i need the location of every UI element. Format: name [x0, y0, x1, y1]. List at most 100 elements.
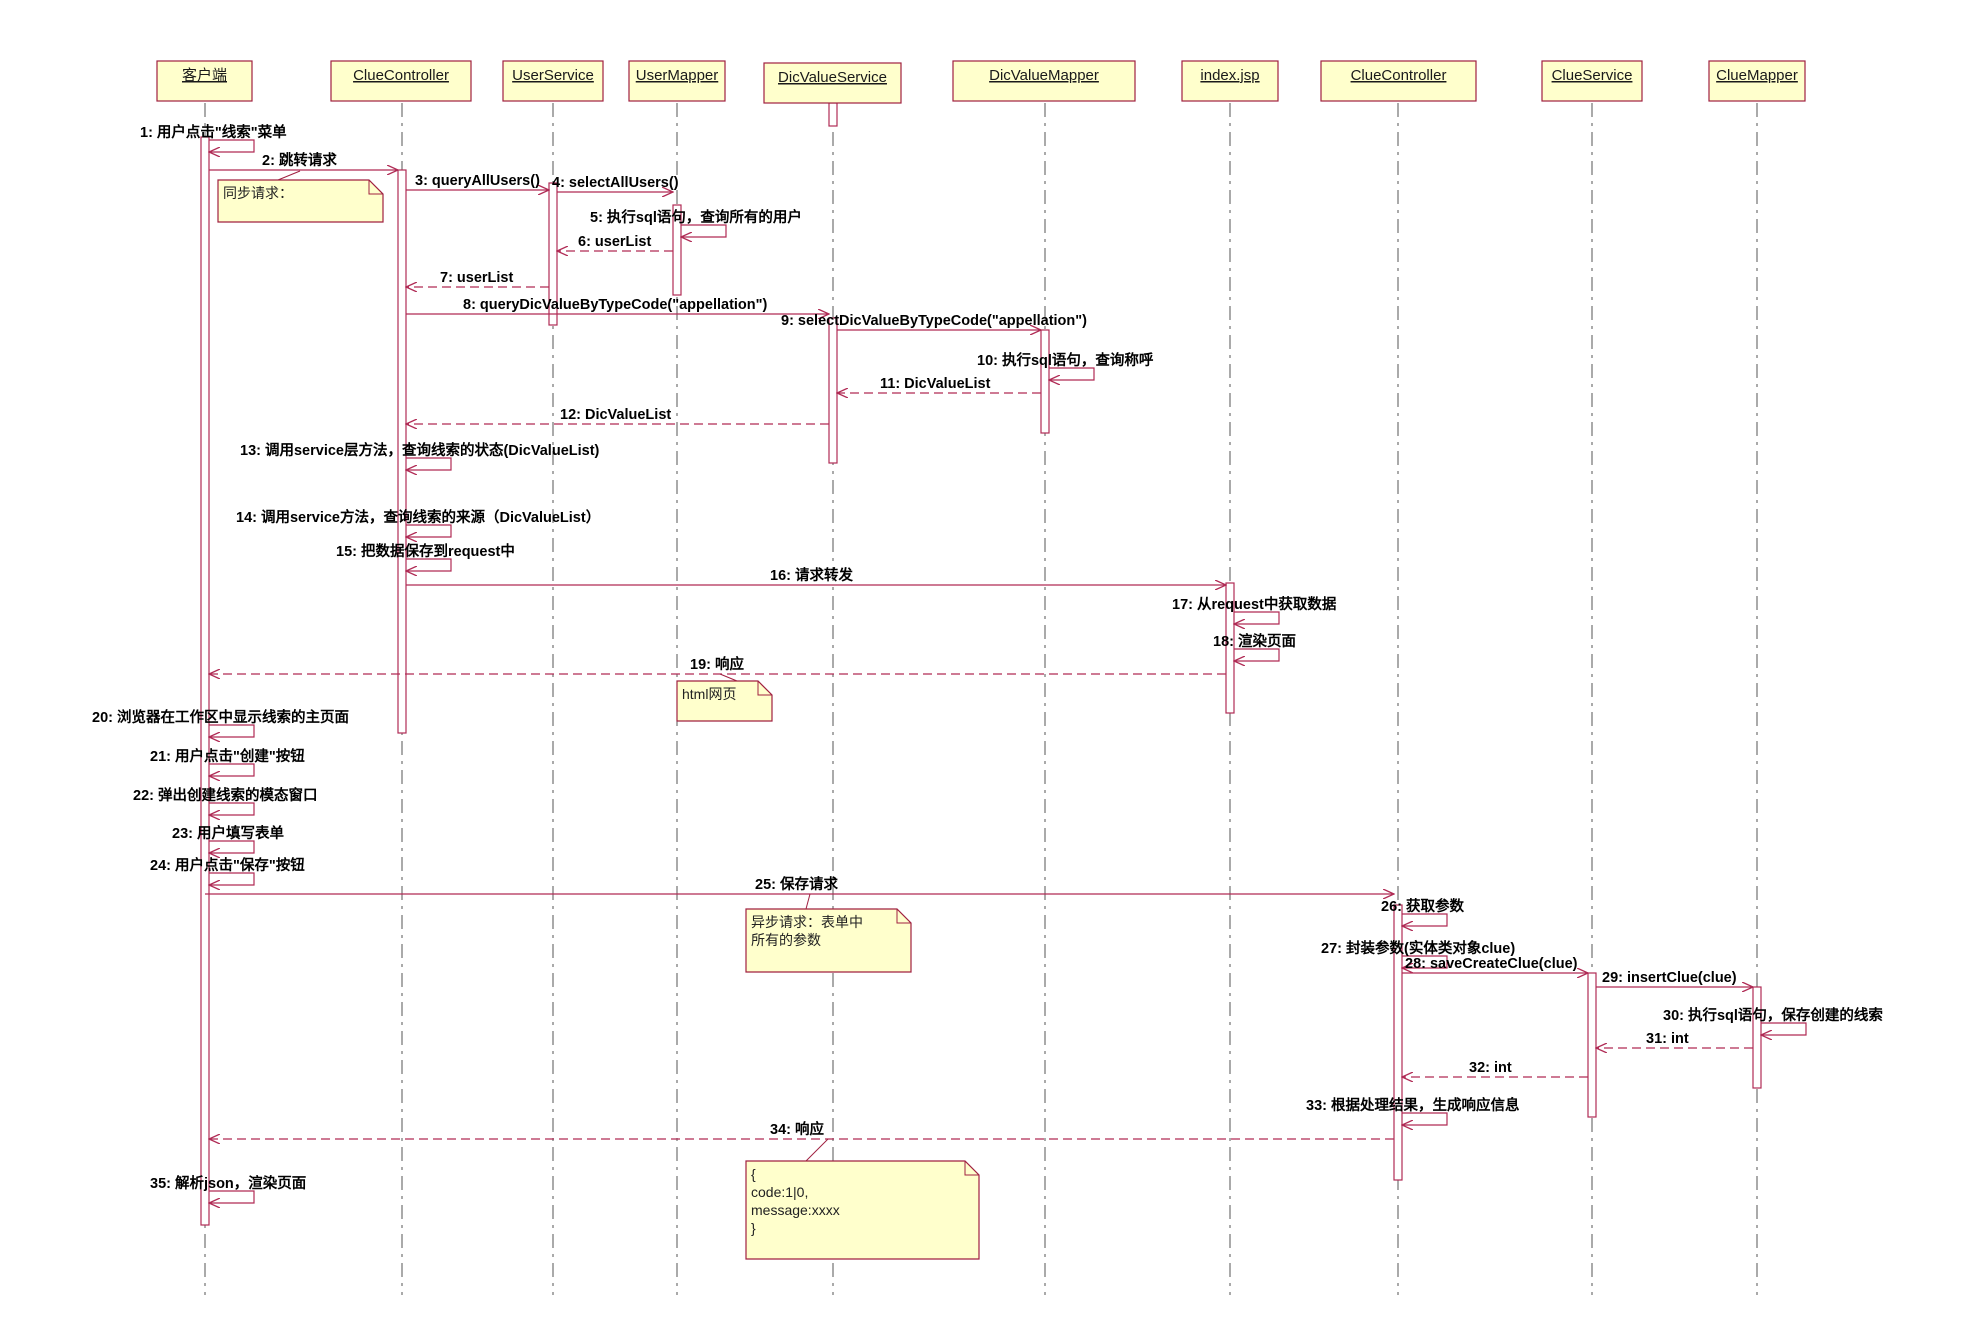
participant-label: ClueService [1552, 67, 1633, 84]
message: 19: 响应 [209, 655, 1226, 674]
activation-bar [397, 169, 407, 734]
self-message-arrow [681, 224, 727, 237]
self-message-arrow [1049, 367, 1095, 380]
participant-box [1320, 60, 1477, 102]
self-message-arrow [1402, 1112, 1448, 1125]
message-label: 7: userList [440, 270, 513, 286]
message-label: 29: insertClue(clue) [1602, 970, 1737, 986]
message: 14: 调用service方法，查询线索的来源（DicValueList） [236, 508, 600, 537]
message-label: 34: 响应 [770, 1120, 824, 1138]
activation-bar [1040, 329, 1050, 434]
activation-bar [200, 136, 210, 1226]
note-text: html网页 [682, 686, 736, 702]
message: 29: insertClue(clue) [1596, 970, 1753, 987]
message-label: 1: 用户点击"线索"菜单 [140, 123, 287, 141]
note-fold [368, 180, 383, 195]
participant-label: UserMapper [636, 67, 719, 84]
activation-bar [1587, 972, 1597, 1118]
message-label: 14: 调用service方法，查询线索的来源（DicValueList） [236, 508, 600, 526]
message: 1: 用户点击"线索"菜单 [140, 123, 287, 152]
note-anchor [805, 1138, 829, 1162]
activation-bar [1225, 582, 1235, 714]
activation-bar [1752, 986, 1762, 1089]
message-label: 20: 浏览器在工作区中显示线索的主页面 [92, 708, 349, 726]
note-fold [964, 1161, 979, 1176]
self-message-arrow [1402, 913, 1448, 926]
message: 32: int [1402, 1060, 1588, 1077]
activation-bar [672, 204, 682, 296]
participants: 客户端 ClueController UserService UserMapper Di… [156, 60, 1806, 104]
self-message-arrow [209, 802, 255, 815]
message-label: 15: 把数据保存到request中 [336, 542, 515, 560]
note-text: code:1|0, [751, 1184, 808, 1200]
note-text: message:xxxx [751, 1202, 840, 1218]
participant-label: DicValueMapper [989, 67, 1099, 84]
message: 3: queryAllUsers() [406, 173, 549, 190]
message-label: 30: 执行sql语句，保存创建的线索 [1663, 1006, 1883, 1024]
activation-bar [828, 317, 838, 464]
note-text: 所有的参数 [751, 932, 821, 948]
self-message-arrow [209, 840, 255, 853]
message: 34: 响应 [209, 1120, 1394, 1139]
self-message-arrow [209, 139, 255, 152]
note: { code:1|0, message:xxxx} [745, 1138, 980, 1260]
note-text: 同步请求： [223, 185, 293, 201]
message: 24: 用户点击"保存"按钮 [150, 856, 305, 885]
participant-box [763, 62, 902, 104]
message-label: 33: 根据处理结果，生成响应信息 [1306, 1096, 1520, 1114]
message: 25: 保存请求 [205, 875, 1394, 894]
message: 4: selectAllUsers() [552, 175, 679, 192]
message-label: 23: 用户填写表单 [172, 824, 284, 842]
activation-bars [200, 102, 1762, 1226]
note-box [745, 1160, 980, 1260]
message-label: 8: queryDicValueByTypeCode("appellation"… [463, 297, 768, 313]
message: 35: 解析json，渲染页面 [150, 1174, 306, 1203]
self-message-arrow [1761, 1022, 1807, 1035]
message: 16: 请求转发 [406, 566, 1226, 585]
message: 20: 浏览器在工作区中显示线索的主页面 [92, 708, 349, 737]
message: 28: saveCreateClue(clue) [1402, 956, 1588, 973]
participant-box [1708, 60, 1806, 102]
note-text: } [751, 1220, 756, 1236]
participant-label: UserService [512, 67, 594, 84]
message: 12: DicValueList [406, 407, 829, 424]
participant-label: 客户端 [182, 67, 227, 84]
self-message-arrow [1234, 648, 1280, 661]
message-label: 25: 保存请求 [755, 875, 838, 893]
message-label: 22: 弹出创建线索的模态窗口 [133, 786, 318, 804]
note-box [745, 908, 912, 973]
self-message-arrow [209, 763, 255, 776]
message: 15: 把数据保存到request中 [336, 542, 515, 571]
message-label: 11: DicValueList [880, 376, 991, 392]
self-message-arrow [1402, 955, 1448, 968]
lifelines [204, 103, 1758, 1295]
message: 2: 跳转请求 [209, 151, 398, 170]
self-message-arrow [406, 524, 452, 537]
message-label: 12: DicValueList [560, 407, 671, 423]
participant-box [1541, 60, 1643, 102]
note-fold [896, 909, 911, 924]
message: 8: queryDicValueByTypeCode("appellation"… [406, 297, 829, 314]
activation-bar [828, 102, 838, 127]
message-label: 26: 获取参数 [1381, 897, 1464, 915]
participant-label: ClueController [353, 67, 449, 84]
message: 7: userList [406, 270, 549, 287]
note-anchor [805, 893, 811, 910]
participant-label: DicValueService [778, 69, 887, 86]
message: 9: selectDicValueByTypeCode("appellation… [781, 313, 1087, 330]
note: html网页 [676, 673, 773, 722]
self-message-arrow [406, 558, 452, 571]
message: 6: userList [557, 234, 673, 251]
message-label: 31: int [1646, 1031, 1689, 1047]
message: 27: 封装参数(实体类对象clue) [1321, 939, 1515, 968]
message-label: 16: 请求转发 [770, 566, 853, 584]
message-label: 27: 封装参数(实体类对象clue) [1321, 939, 1515, 957]
message: 17: 从request中获取数据 [1172, 595, 1337, 624]
message-label: 5: 执行sql语句，查询所有的用户 [590, 208, 802, 226]
self-message-arrow [209, 872, 255, 885]
participant-box [156, 60, 253, 102]
participant-label: ClueMapper [1716, 67, 1798, 84]
message: 11: DicValueList [837, 376, 1041, 393]
